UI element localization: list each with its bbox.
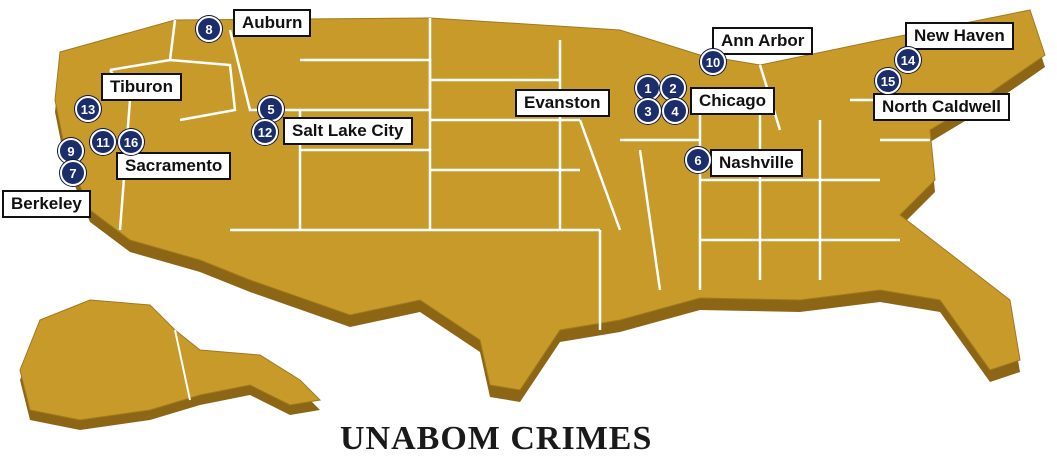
label-nashville: Nashville [710,149,803,177]
marker-3: 3 [635,98,661,124]
marker-11: 11 [90,129,116,155]
marker-8: 8 [196,16,222,42]
marker-5: 5 [258,96,284,122]
label-ann-arbor: Ann Arbor [712,27,814,55]
marker-15: 15 [875,68,901,94]
us-map-land [54,9,1046,391]
alaska-land [19,299,322,421]
alaska-border [174,329,191,401]
marker-10: 10 [700,49,726,75]
label-evanston: Evanston [515,89,610,117]
marker-4: 4 [662,98,688,124]
state-borders [108,18,980,330]
label-tiburon: Tiburon [101,73,182,101]
label-north-caldwell: North Caldwell [873,93,1011,121]
label-salt-lake-city: Salt Lake City [283,117,413,145]
label-auburn: Auburn [233,9,312,37]
map-title: UNABOM CRIMES [340,420,653,457]
marker-7: 7 [60,160,86,186]
label-chicago: Chicago [690,87,776,115]
marker-1: 1 [635,75,661,101]
marker-14: 14 [895,47,921,73]
marker-6: 6 [685,147,711,173]
label-new-haven: New Haven [905,22,1014,50]
marker-16: 16 [118,129,144,155]
label-sacramento: Sacramento [116,152,232,180]
marker-13: 13 [75,96,101,122]
label-berkeley: Berkeley [2,190,91,218]
marker-12: 12 [252,119,278,145]
